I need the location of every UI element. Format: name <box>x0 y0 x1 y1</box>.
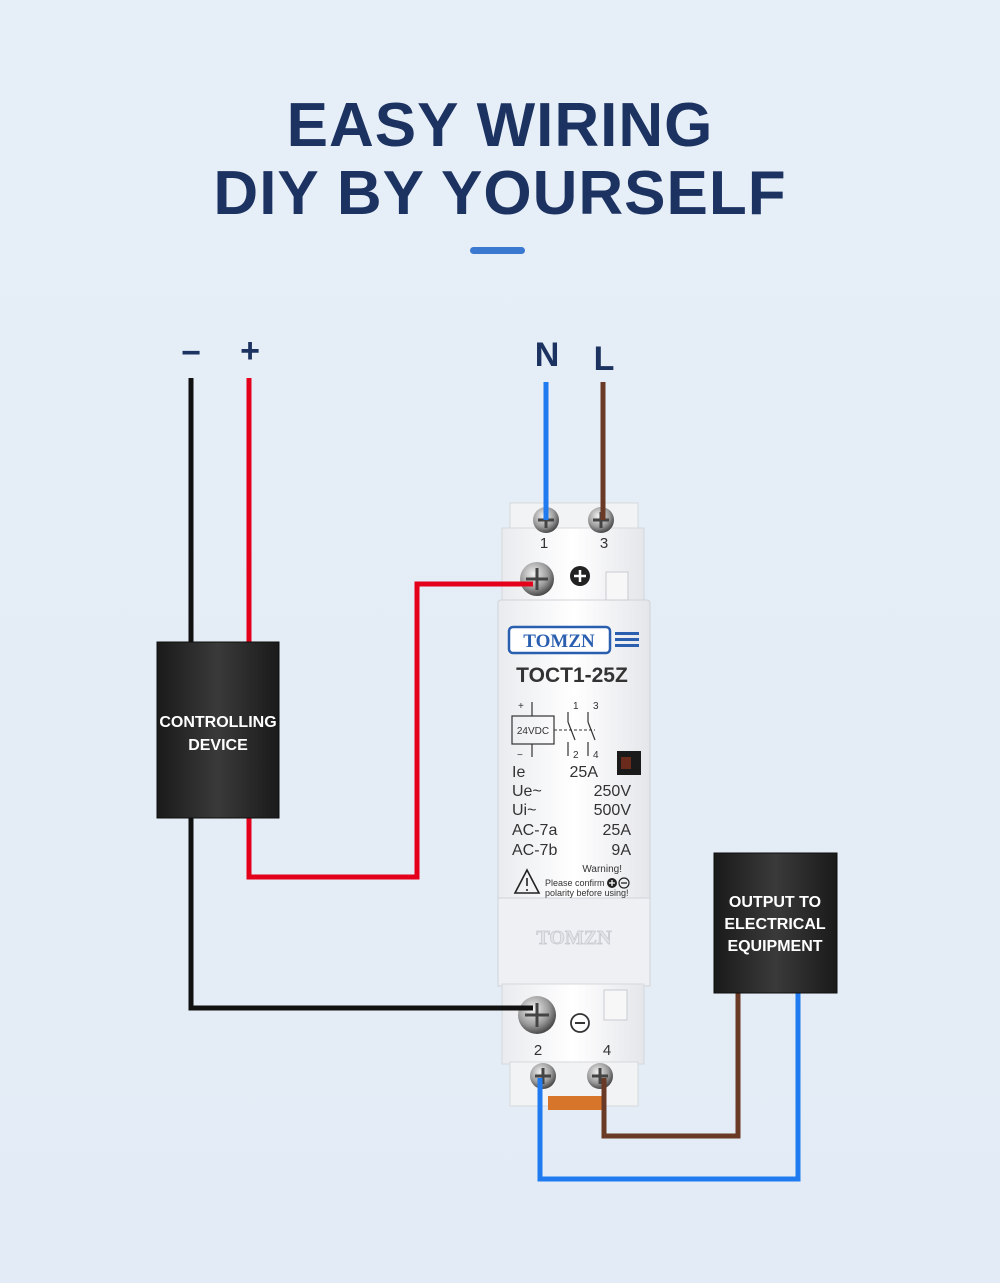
polarity-plus-minus-icon <box>607 877 630 889</box>
spec-label-3: AC-7a <box>512 822 557 839</box>
controller-label-line-1: CONTROLLING <box>159 714 276 731</box>
spec-label-0: Ie <box>512 764 525 781</box>
controller-label-line-2: DEVICE <box>188 737 248 754</box>
circuit-schematic: + 24VDC − 1 3 2 4 <box>511 701 599 761</box>
spec-label-2: Ui~ <box>512 802 536 819</box>
warning-block: Warning! Please confirm polarity before … <box>513 864 630 898</box>
spec-value-1: 250V <box>594 783 632 800</box>
spec-table: Ie 25A Ue~ 250V Ui~ 500V AC-7a 25A AC-7b… <box>512 764 631 859</box>
contactor: 1 3 TOMZN TOCT1-25Z + 24VDC − <box>497 502 651 1110</box>
output-label-line-2: ELECTRICAL <box>724 916 826 933</box>
bottom-indicator-slot <box>603 989 628 1021</box>
brand-lines-icon <box>615 632 639 647</box>
model-name: TOCT1-25Z <box>516 664 628 687</box>
title-line-2: DIY BY YOURSELF <box>213 159 787 228</box>
status-indicator-flag <box>621 757 631 769</box>
wire-brown-live-out <box>601 992 741 1139</box>
screw-terminal-2 <box>530 1063 556 1089</box>
title-line-1: EASY WIRING <box>286 91 714 160</box>
spec-value-3: 25A <box>603 822 632 839</box>
wire-blue-neutral-out <box>537 992 801 1182</box>
warning-line-1: Please confirm <box>545 878 605 888</box>
coil-minus-label: − <box>517 750 523 761</box>
warning-triangle-icon <box>513 868 541 894</box>
output-label-line-3: EQUIPMENT <box>727 938 822 955</box>
screw-coil-minus <box>518 996 556 1034</box>
brand-logo: TOMZN <box>523 631 595 652</box>
warning-line-2: polarity before using! <box>545 888 629 898</box>
spec-label-4: AC-7b <box>512 842 557 859</box>
screw-terminal-4 <box>587 1063 613 1089</box>
terminal-label-1: 1 <box>540 535 548 552</box>
embossed-brand: TOMZN <box>536 927 612 949</box>
contact-label-1: 1 <box>573 701 579 712</box>
minus-label: − <box>181 334 201 372</box>
wire-black-negative <box>188 378 533 1011</box>
contact-label-2: 2 <box>573 750 579 761</box>
live-label: L <box>594 340 615 378</box>
terminal-label-2: 2 <box>534 1042 542 1059</box>
din-clip <box>548 1096 604 1110</box>
screw-coil-plus <box>520 562 554 596</box>
terminal-label-4: 4 <box>603 1042 611 1059</box>
lower-cover <box>497 897 651 987</box>
wire-red-positive <box>246 378 533 880</box>
spec-value-4: 9A <box>611 842 631 859</box>
controlling-device-box: CONTROLLING DEVICE <box>156 641 280 819</box>
output-label-line-1: OUTPUT TO <box>729 894 821 911</box>
warning-title: Warning! <box>582 864 622 875</box>
wires <box>188 378 801 1182</box>
spec-value-0: 25A <box>570 764 599 781</box>
plus-label: + <box>240 332 260 370</box>
brand-logo-box <box>507 625 612 655</box>
title-underline <box>470 247 525 254</box>
spec-label-1: Ue~ <box>512 783 542 800</box>
terminal-label-3: 3 <box>600 535 608 552</box>
neutral-label: N <box>535 336 560 374</box>
plus-symbol-icon <box>570 566 590 586</box>
page-title: EASY WIRING DIY BY YOURSELF <box>0 92 1000 228</box>
minus-symbol-icon <box>570 1013 590 1033</box>
spec-value-2: 500V <box>594 802 632 819</box>
output-equipment-box: OUTPUT TO ELECTRICAL EQUIPMENT <box>713 852 838 994</box>
coil-voltage: 24VDC <box>517 726 549 737</box>
contact-label-4: 4 <box>593 750 599 761</box>
coil-plus-label: + <box>518 701 524 712</box>
top-indicator-slot <box>605 571 629 601</box>
contact-label-3: 3 <box>593 701 599 712</box>
